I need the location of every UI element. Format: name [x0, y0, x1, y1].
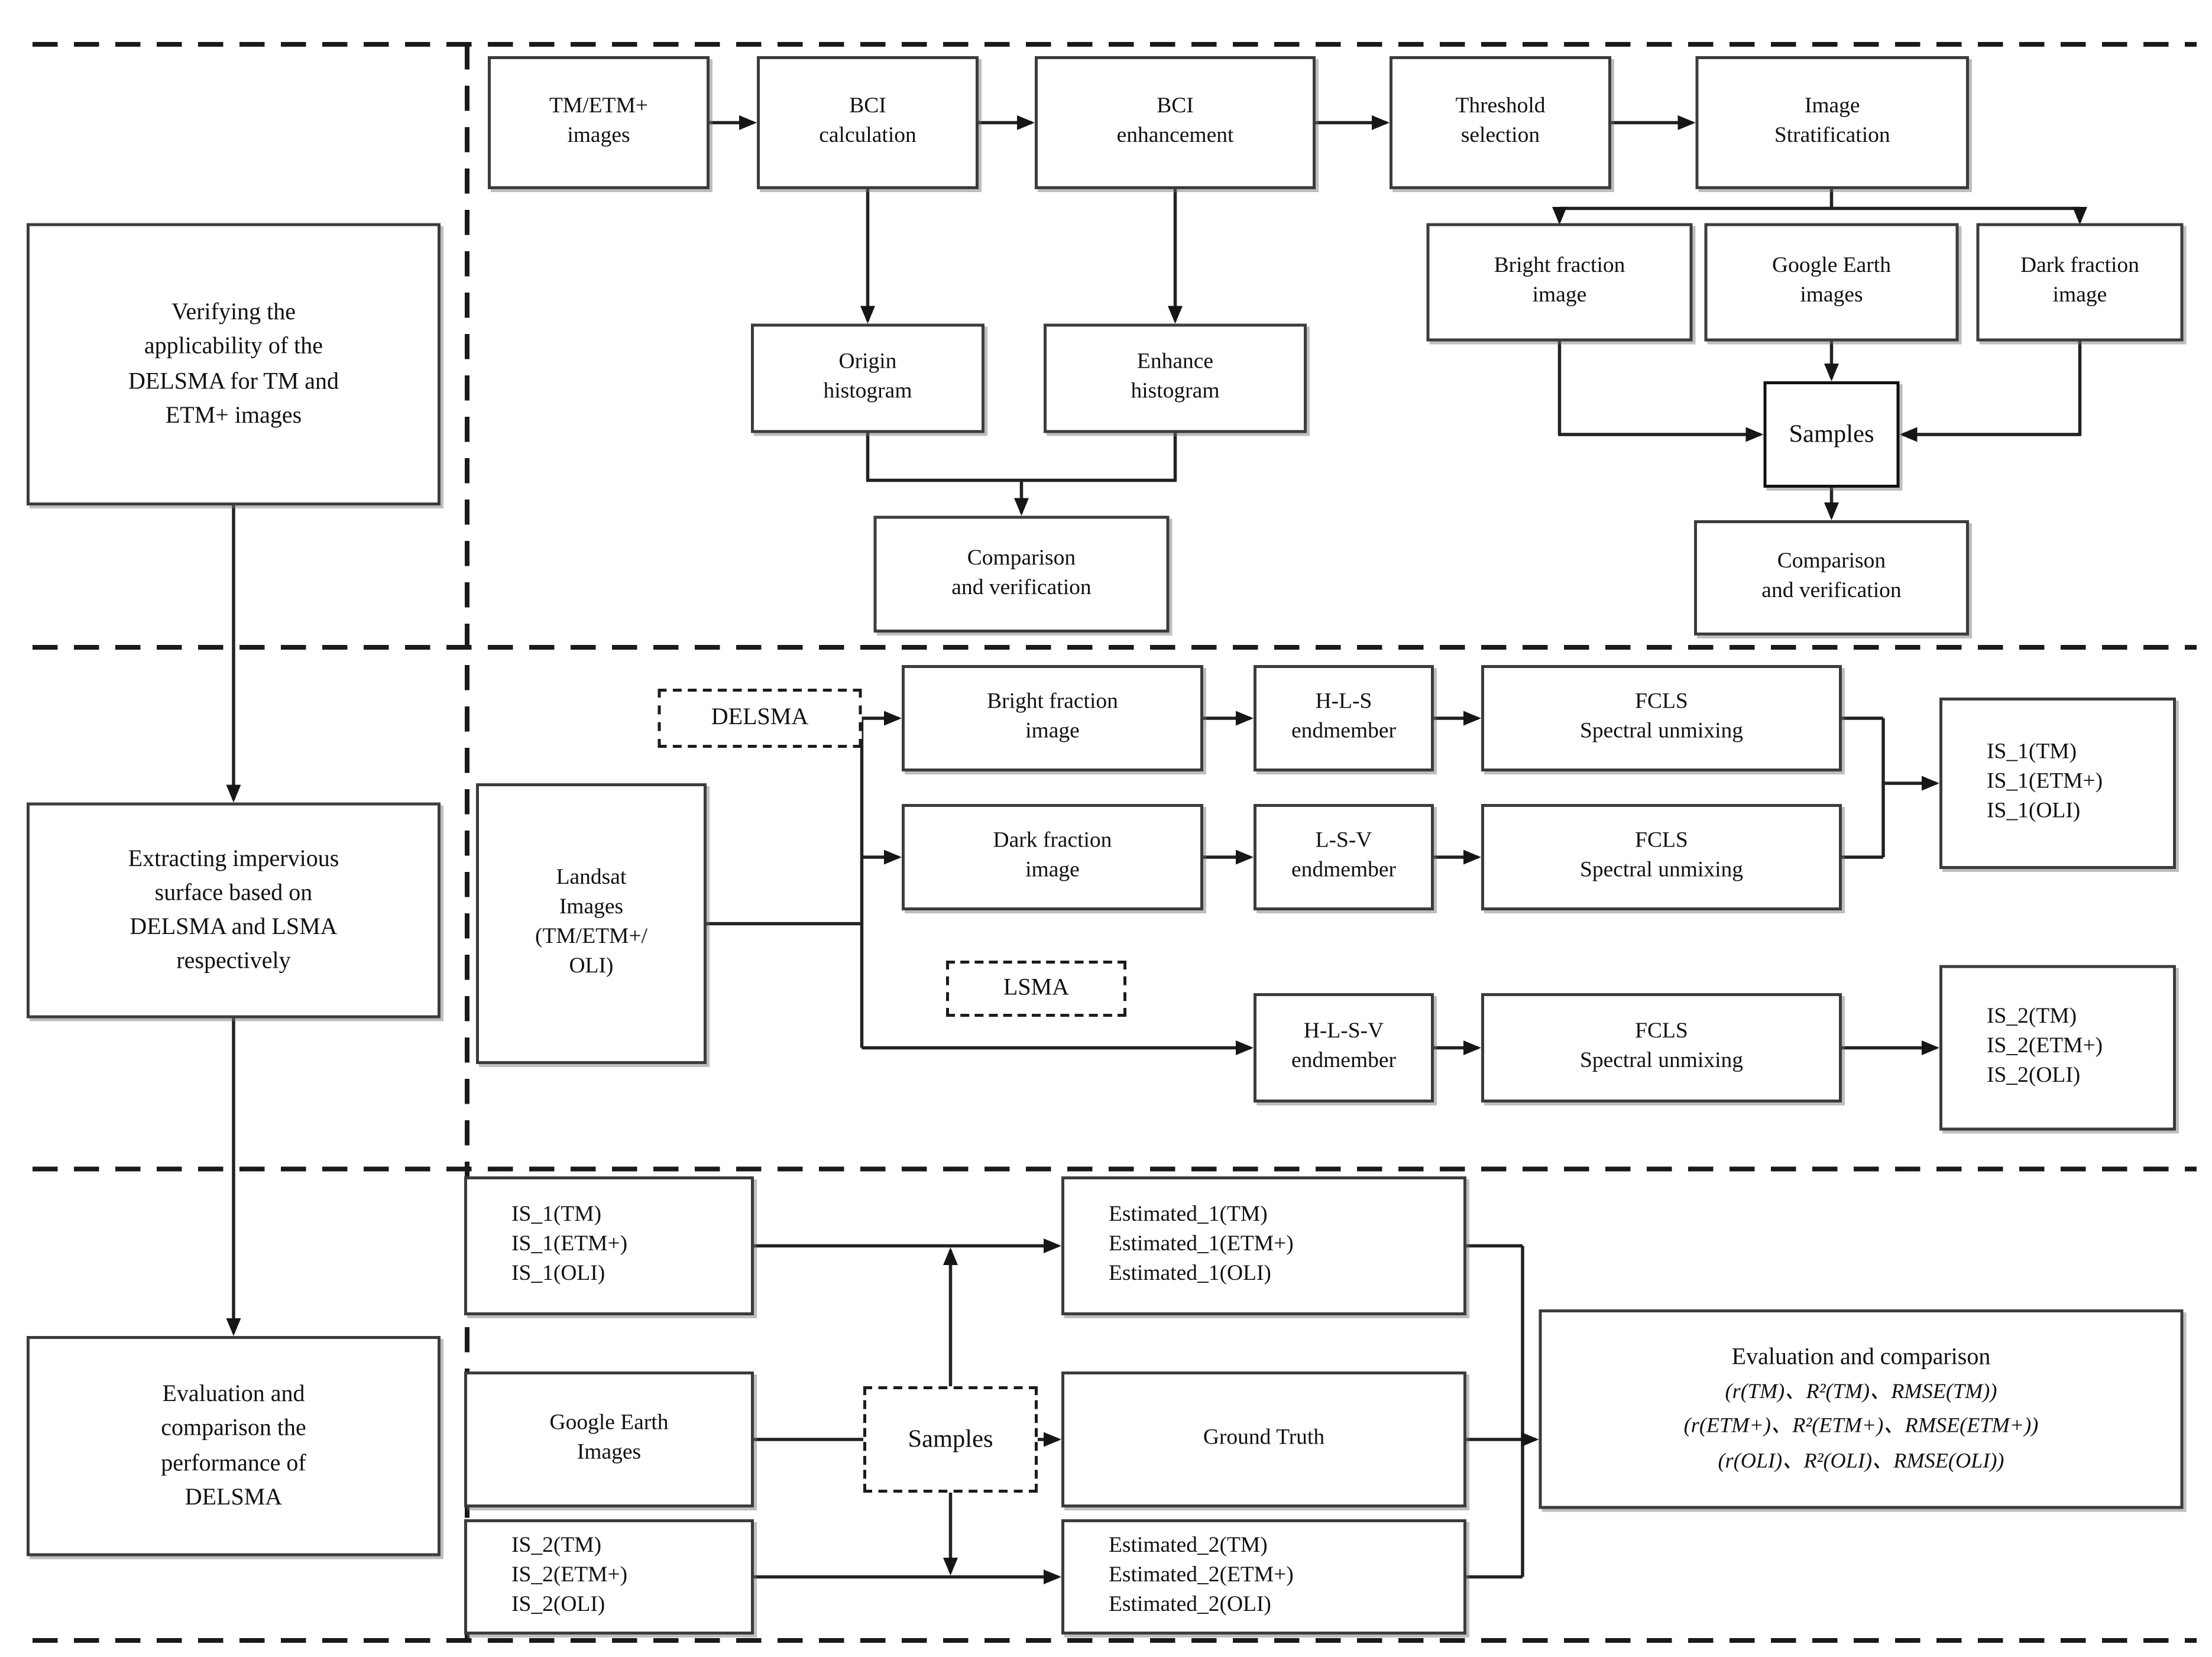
flow-connectors [226, 115, 2087, 1584]
evaluation-metrics-oli: (r(OLI)、R²(OLI)、RMSE(OLI)) [1718, 1449, 2004, 1473]
node-ground-truth: Ground Truth [1061, 1371, 1466, 1507]
node-evaluation-comparison: Evaluation and comparison (r(TM)、R²(TM)、… [1539, 1309, 2184, 1509]
node-hlsv-endmember: H-L-S-V endmember [1254, 993, 1434, 1102]
node-fcls-unmixing-2: FCLS Spectral unmixing [1481, 804, 1842, 910]
node-estimated-1: Estimated_1(TM) Estimated_1(ETM+) Estima… [1061, 1176, 1466, 1315]
node-hls-endmember: H-L-S endmember [1254, 665, 1434, 771]
node-dark-fraction-image-top: Dark fraction image [1976, 223, 2184, 342]
evaluation-title: Evaluation and comparison [1731, 1345, 1991, 1371]
evaluation-metrics-etm: (r(ETM+)、R²(ETM+)、RMSE(ETM+)) [1683, 1415, 2039, 1439]
step-extracting-impervious-surface: Extracting impervious surface based on D… [27, 802, 441, 1019]
node-fcls-unmixing-1: FCLS Spectral unmixing [1481, 665, 1842, 771]
node-bci-enhancement: BCI enhancement [1035, 56, 1316, 189]
node-is1-outputs-bottom: IS_1(TM) IS_1(ETM+) IS_1(OLI) [464, 1176, 754, 1315]
node-enhance-histogram: Enhance histogram [1044, 323, 1307, 433]
tag-delsma: DELSMA [658, 689, 862, 748]
node-estimated-2: Estimated_2(TM) Estimated_2(ETM+) Estima… [1061, 1519, 1466, 1635]
node-bci-calculation: BCI calculation [757, 56, 979, 189]
node-comparison-verification-right: Comparison and verification [1694, 520, 1969, 635]
node-threshold-selection: Threshold selection [1390, 56, 1611, 189]
node-google-earth-images-top: Google Earth images [1704, 223, 1959, 342]
node-fcls-unmixing-3: FCLS Spectral unmixing [1481, 993, 1842, 1102]
tag-lsma: LSMA [946, 961, 1126, 1017]
node-google-earth-images-bottom: Google Earth Images [464, 1371, 754, 1507]
node-samples-top: Samples [1763, 381, 1900, 488]
node-is2-outputs-mid: IS_2(TM) IS_2(ETM+) IS_2(OLI) [1939, 965, 2176, 1131]
node-lsv-endmember: L-S-V endmember [1254, 804, 1434, 910]
step-evaluation-comparison: Evaluation and comparison the performanc… [27, 1336, 441, 1557]
step-verifying-applicability: Verifying the applicability of the DELSM… [27, 223, 441, 505]
node-is1-outputs-mid: IS_1(TM) IS_1(ETM+) IS_1(OLI) [1939, 698, 2176, 869]
node-comparison-verification-left: Comparison and verification [873, 515, 1170, 633]
node-bright-fraction-image-top: Bright fraction image [1426, 223, 1693, 342]
node-dark-fraction-image-mid: Dark fraction image [902, 804, 1203, 910]
node-origin-histogram: Origin histogram [751, 323, 984, 433]
node-landsat-images: Landsat Images (TM/ETM+/ OLI) [476, 783, 707, 1064]
node-image-stratification: Image Stratification [1695, 56, 1969, 189]
node-tm-etm-images: TM/ETM+ images [488, 56, 710, 189]
node-is2-outputs-bottom: IS_2(TM) IS_2(ETM+) IS_2(OLI) [464, 1519, 754, 1635]
node-samples-bottom: Samples [863, 1386, 1038, 1493]
evaluation-metrics-tm: (r(TM)、R²(TM)、RMSE(TM)) [1725, 1380, 1997, 1405]
node-bright-fraction-image-mid: Bright fraction image [902, 665, 1203, 771]
